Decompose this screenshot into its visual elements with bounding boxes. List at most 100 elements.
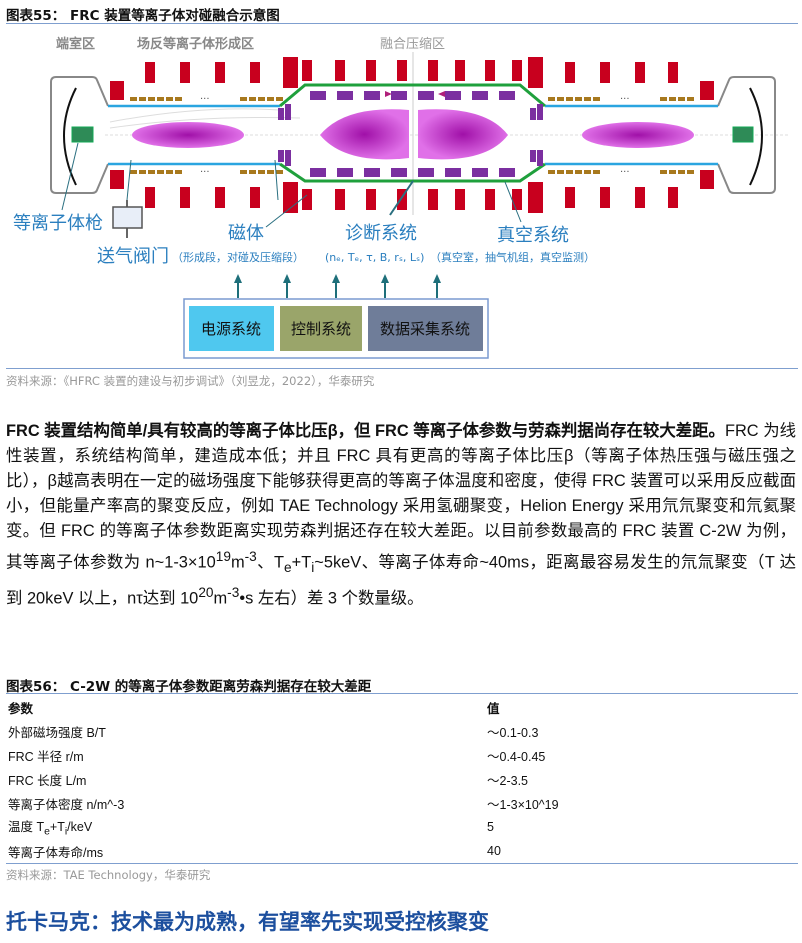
header-value: 值 (487, 701, 500, 716)
magnet-coil (215, 187, 225, 208)
magnet-coil (145, 187, 155, 208)
diagnostic-coil (472, 168, 488, 177)
paragraph-text: m (213, 589, 228, 608)
diagnostic-coil (310, 91, 326, 100)
vacuum-vessel-top (279, 83, 546, 108)
figure-55-source: 资料来源：《HFRC 装置的建设与初步调试》（刘昱龙，2022），华泰研究 (6, 374, 375, 388)
magnet-coil (366, 60, 376, 81)
diagnostic-coil (472, 91, 488, 100)
right-end-chamber (717, 76, 776, 194)
bias-coil (139, 97, 146, 101)
param-cell: 温度 Te+Ti/keV (6, 815, 485, 839)
right-plasmoid (582, 122, 694, 148)
param-cell: 等离子体寿命/ms (8, 845, 104, 860)
magnet-coil (428, 60, 438, 81)
sub: e (284, 559, 292, 575)
diagnostic-coil (337, 91, 353, 100)
end-coil (700, 81, 714, 100)
bias-coil (669, 97, 676, 101)
magnet-coil (302, 189, 312, 210)
value-cell: 5 (487, 820, 494, 834)
param-cell: 等离子体密度 n/m^-3 (8, 797, 125, 812)
diagnostic-coil (310, 168, 326, 177)
plasma-gun-label: 等离子体枪 (13, 213, 103, 234)
daq-system-box (368, 306, 483, 351)
table-row: 等离子体寿命/ms 40 (6, 839, 798, 864)
diagnostics-note: (nₑ, Tₑ, τ, B, rₛ, Lₛ) (325, 251, 424, 264)
diagnostic-coil (364, 91, 380, 100)
bias-coil (276, 97, 283, 101)
left-electrode (63, 87, 77, 186)
value-cell: ～0.1-0.3 (487, 725, 539, 740)
compression-coil (278, 150, 284, 162)
bias-coil (678, 97, 685, 101)
end-coil (700, 170, 714, 189)
param-cell: 外部磁场强度 B/T (8, 725, 106, 740)
bias-coil (157, 97, 164, 101)
compression-coil (285, 150, 291, 166)
param-text: /keV (67, 820, 93, 835)
magnet-coil (635, 187, 645, 208)
table-row: FRC 长度 L/m～2-3.5 (6, 767, 798, 791)
diagnostic-coil (499, 91, 515, 100)
left-plasma-gun (71, 126, 94, 143)
magnet-coil (668, 62, 678, 83)
left-plasmoid (132, 122, 244, 148)
ellipsis-dots: ··· (200, 94, 210, 105)
title-divider (6, 23, 798, 24)
ellipsis-dots: ··· (200, 167, 210, 178)
bias-coil (148, 170, 155, 174)
arrow-up-icon (283, 274, 291, 283)
magnet-coil (485, 60, 495, 81)
bias-coil (548, 170, 555, 174)
left-end-chamber (50, 76, 109, 194)
zone-end-label: 端室区 (56, 36, 95, 52)
merging-plasmoid-left (320, 109, 409, 160)
magnet-coil (397, 60, 407, 81)
magnet-coil (180, 62, 190, 83)
table-row: 外部磁场强度 B/T ～0.1-0.3 (6, 719, 798, 743)
diagnostic-coil (391, 91, 407, 100)
zone-fusion-label: 融合压缩区 (380, 36, 445, 52)
sup: 20 (198, 584, 214, 600)
zone-formation-label: 场反等离子体形成区 (137, 36, 254, 52)
arrow-up-icon (332, 274, 340, 283)
figure-56-title-rule (6, 693, 798, 694)
bias-coil (157, 170, 164, 174)
bias-coil (240, 170, 247, 174)
large-magnet-coil (528, 182, 543, 213)
figure-55-title: 图表55： FRC 装置等离子体对碰融合示意图 (6, 8, 280, 24)
bias-coil (557, 170, 564, 174)
compression-coil (530, 108, 536, 120)
bias-coil (660, 170, 667, 174)
bias-coil (249, 170, 256, 174)
field-lines (109, 108, 301, 129)
magnet-coil (455, 60, 465, 81)
magnet-coil (250, 62, 260, 83)
diagnostic-coil (391, 168, 407, 177)
magnet-coil (600, 187, 610, 208)
bias-coil (139, 170, 146, 174)
frc-diagram: 端室区 场反等离子体形成区 融合压缩区 ············ 等离子体枪 磁… (13, 36, 790, 359)
arrow-up-icon (433, 274, 441, 283)
large-magnet-coil (283, 57, 298, 88)
magnet-coil (485, 189, 495, 210)
paragraph-text: FRC 为线性装置，系统结构简单，建造成本低；并且 FRC 具有更高的等离子体比… (6, 422, 796, 572)
vacuum-label: 真空系统 (497, 225, 569, 246)
magnet-coils (110, 57, 714, 213)
magnet-coil (145, 62, 155, 83)
daq-system-label: 数据采集系统 (380, 320, 470, 338)
value-cell: 40 (487, 844, 501, 858)
sup: 19 (215, 549, 231, 564)
control-system-label: 控制系统 (291, 320, 351, 338)
bias-coil (258, 170, 265, 174)
bias-coil (130, 97, 137, 101)
gas-valve-label: 送气阀门 (97, 246, 169, 267)
signal-arrows (234, 274, 441, 298)
diagnostic-coil (418, 168, 434, 177)
param-cell: FRC 长度 L/m (8, 773, 87, 788)
bias-coil (593, 97, 600, 101)
table-row: FRC 半径 r/m～0.4-0.45 (6, 743, 798, 767)
magnet-coil (635, 62, 645, 83)
param-text: +T (49, 820, 65, 835)
